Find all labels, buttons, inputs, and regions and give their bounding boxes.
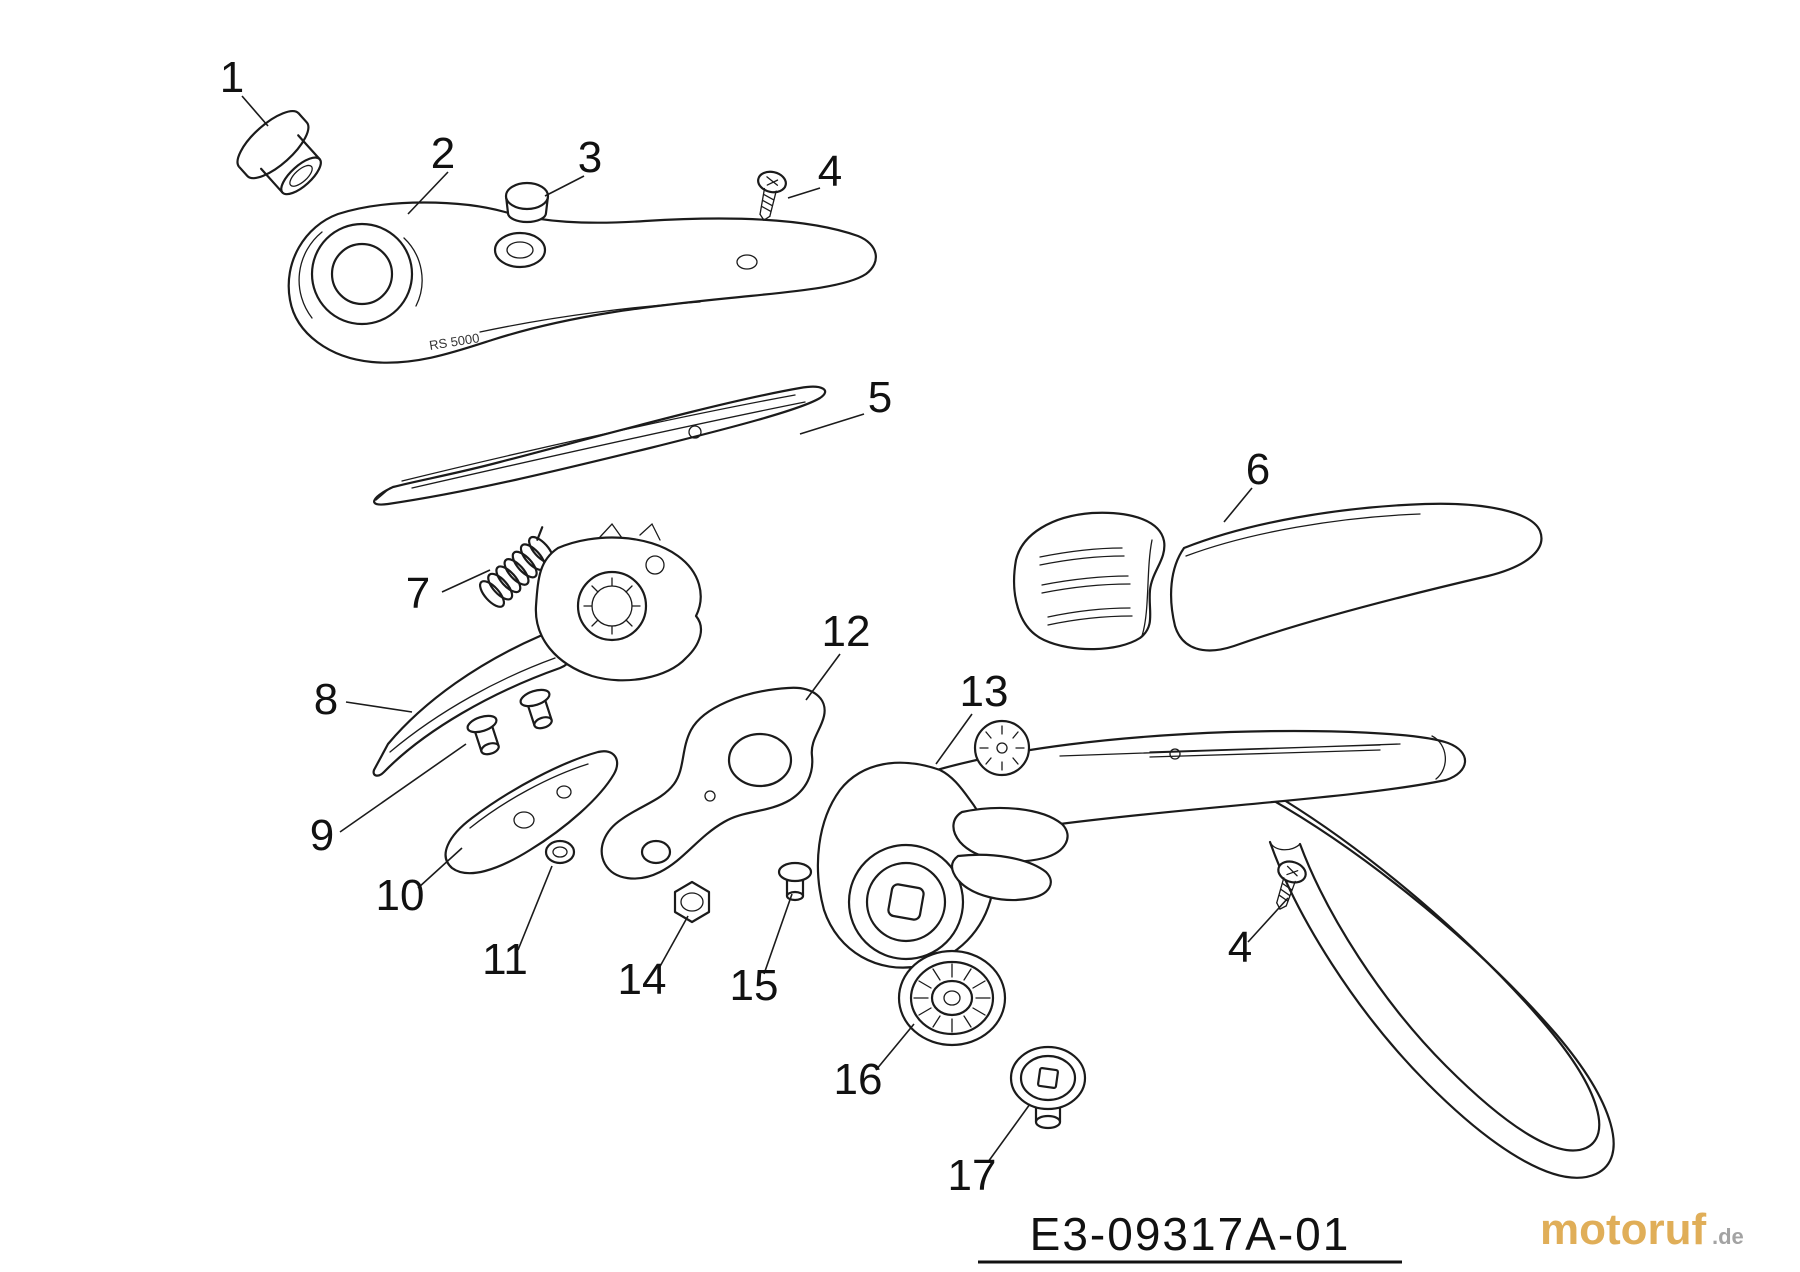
part-15-rivet-screw [777, 861, 813, 902]
part-17-center-bolt [1009, 1045, 1087, 1130]
part-11-washer [544, 839, 576, 865]
watermark-tld: .de [1712, 1224, 1744, 1249]
callout-7: 7 [406, 569, 430, 618]
callout-12: 12 [822, 607, 871, 656]
callout-11: 11 [482, 935, 528, 984]
callout-16: 16 [834, 1055, 883, 1104]
strap-loop [1256, 788, 1615, 1179]
callout-15: 15 [730, 961, 779, 1010]
leader-lines [241, 95, 1289, 1163]
doc-number: E3-09317A-01 [1030, 1208, 1351, 1260]
part-8-blade [372, 522, 703, 777]
part-10-anvil-plate [444, 750, 619, 875]
callout-17: 17 [948, 1151, 997, 1200]
part-3-cap-button [504, 181, 550, 224]
callout-9: 9 [310, 811, 334, 860]
callout-8: 8 [314, 675, 338, 724]
callout-1: 1 [220, 53, 244, 102]
callout-4: 4 [818, 147, 842, 196]
part-13-lower-handle [816, 719, 1615, 1179]
part-14-nut [673, 880, 711, 924]
part-7-spring [478, 526, 555, 608]
callout-5: 5 [868, 373, 892, 422]
callout-6: 6 [1246, 445, 1270, 494]
callout-10: 10 [376, 871, 425, 920]
doc-number-block: E3-09317A-01 [978, 1208, 1402, 1264]
callout-4b: 4 [1228, 923, 1252, 972]
callout-3: 3 [578, 133, 602, 182]
callout-numbers: 1 2 3 4 5 6 7 8 9 10 11 12 13 14 15 16 1… [220, 53, 1270, 1200]
callout-14: 14 [618, 955, 667, 1004]
callout-13: 13 [960, 667, 1009, 716]
part-4-screw-upper [749, 168, 789, 225]
part-9-rivet-pins [466, 688, 553, 756]
watermark: motoruf .de [1540, 1205, 1744, 1254]
part-2-upper-handle-body: RS 5000 [287, 201, 877, 364]
watermark-brand: motoruf [1540, 1205, 1707, 1254]
part-12-linkage-plate [600, 686, 826, 880]
part-1-end-cap-pin [236, 110, 322, 196]
adjustment-dial [973, 719, 1031, 777]
part-16-ratchet-wheel [897, 949, 1007, 1047]
part-5-counter-blade-guard [373, 385, 827, 506]
part-6-handle-grip [1013, 502, 1543, 652]
callout-2: 2 [431, 129, 455, 178]
